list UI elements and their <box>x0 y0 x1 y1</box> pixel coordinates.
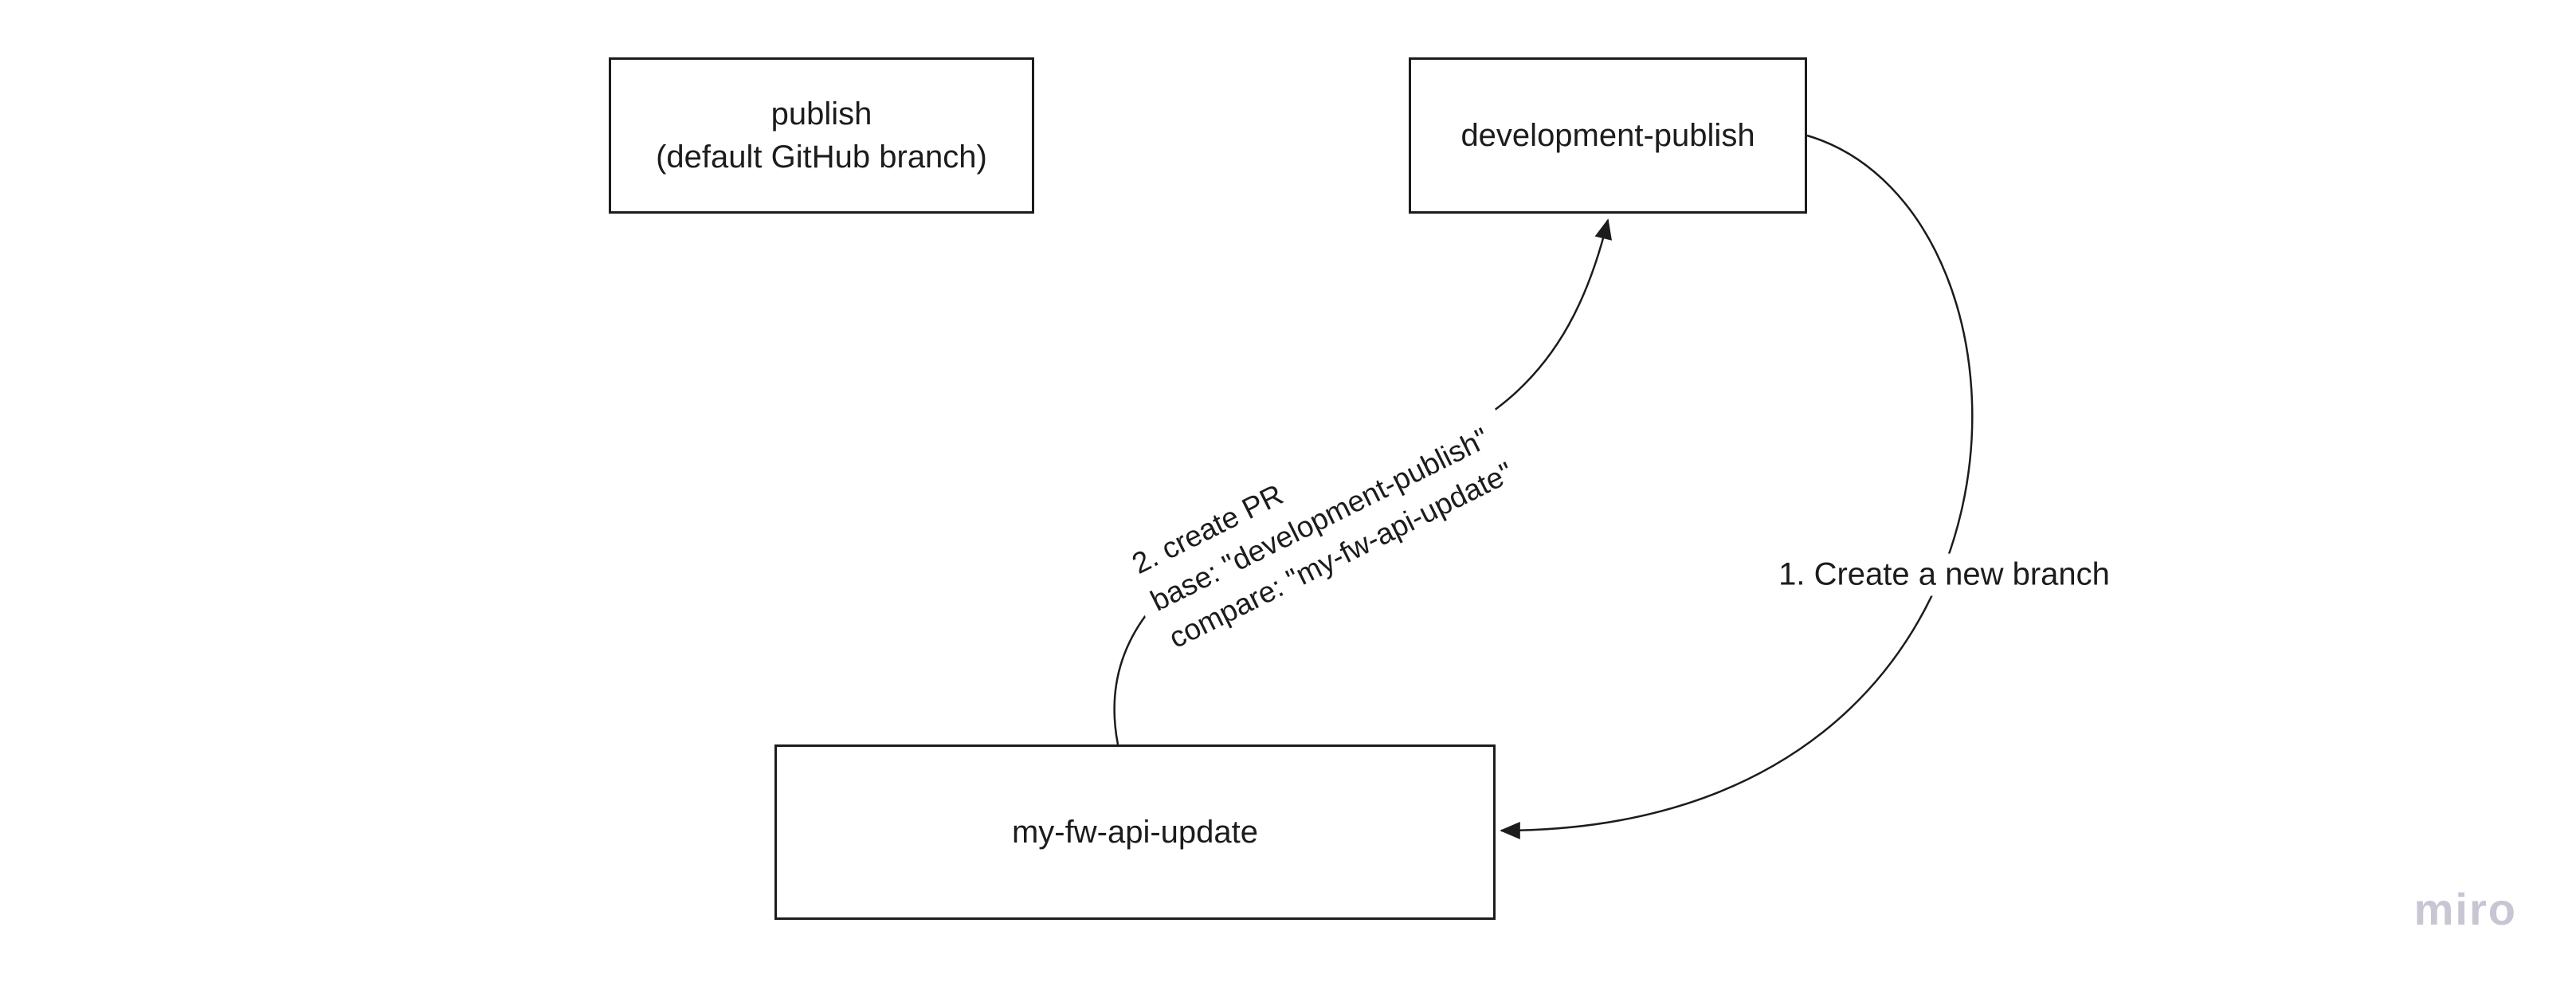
connector-create-branch-line[interactable] <box>1500 134 1974 839</box>
node-development-publish-label-text: development-publish <box>1461 118 1755 153</box>
node-my-fw-api-update-label: my-fw-api-update <box>1012 811 1258 854</box>
connector-create-branch-label[interactable]: 1. Create a new branch <box>1769 553 2119 596</box>
node-development-publish-label: development-publish <box>1461 114 1755 157</box>
miro-watermark: miro <box>2413 884 2517 934</box>
node-publish[interactable]: publish (default GitHub branch) <box>609 57 1034 214</box>
node-development-publish[interactable]: development-publish <box>1409 57 1807 214</box>
node-publish-label-line1: publish <box>770 96 872 132</box>
node-my-fw-api-update-label-text: my-fw-api-update <box>1011 815 1258 850</box>
node-publish-label: publish (default GitHub branch) <box>656 92 987 179</box>
node-my-fw-api-update[interactable]: my-fw-api-update <box>774 744 1496 920</box>
node-publish-label-line2: (default GitHub branch) <box>656 139 987 175</box>
